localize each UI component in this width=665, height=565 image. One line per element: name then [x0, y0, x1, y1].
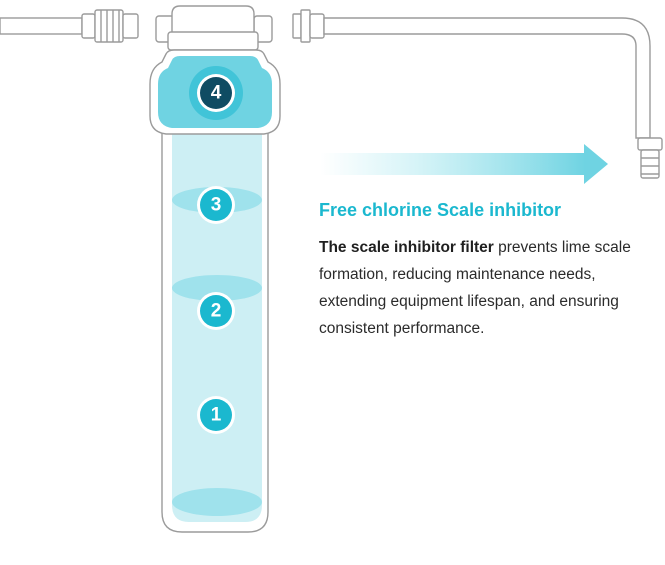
stage-number-2: 2 [211, 301, 222, 322]
inlet-pipe [0, 9, 139, 43]
stage-marker-4: 4 [189, 66, 243, 120]
stage-number-1: 1 [211, 405, 222, 426]
outlet-pipe [292, 9, 651, 139]
info-description-rest: prevents lime scale formation, reducing … [319, 239, 631, 337]
stage-number-4: 4 [211, 83, 222, 104]
layer-2-disc [172, 275, 262, 301]
flow-arrow [320, 144, 608, 184]
stage-marker-3: 3 [197, 186, 235, 224]
info-title: Free chlorine Scale inhibitor [319, 200, 562, 220]
filter-head [155, 5, 273, 51]
info-panel: Free chlorine Scale inhibitor The scale … [319, 198, 649, 342]
stage-marker-1: 1 [197, 396, 235, 434]
stage-marker-2: 2 [197, 292, 235, 330]
bottom-layer [172, 488, 262, 516]
outlet-connector [637, 137, 663, 179]
info-description-lead: The scale inhibitor filter [319, 239, 494, 256]
stage-number-3: 3 [211, 195, 222, 216]
info-description: The scale inhibitor filter prevents lime… [319, 234, 649, 342]
